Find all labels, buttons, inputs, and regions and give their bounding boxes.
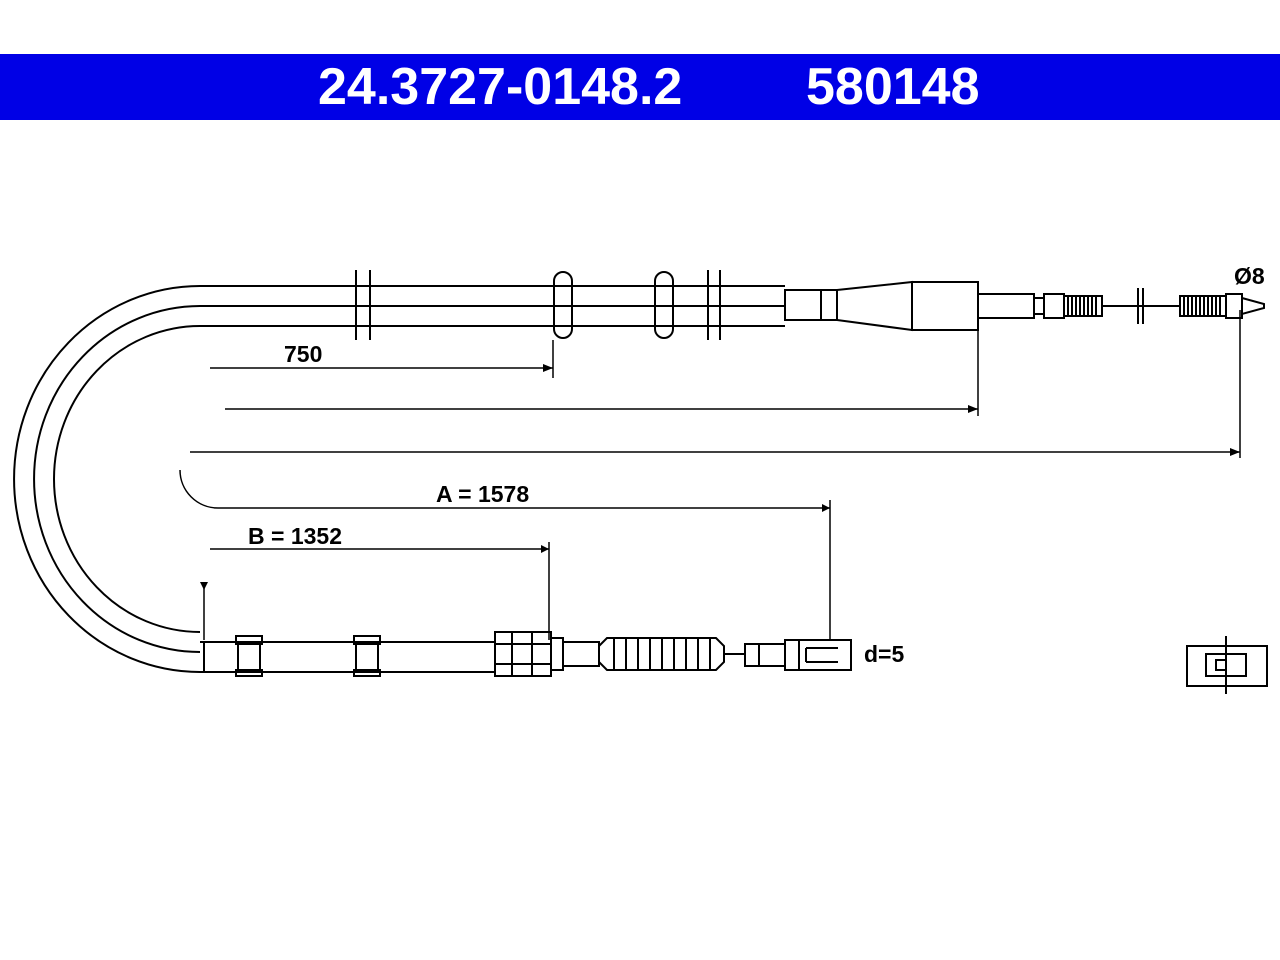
dim-750-line <box>210 340 554 378</box>
cable-bend <box>13 285 201 673</box>
clip-double-right <box>707 270 721 340</box>
clip-lower-1 <box>235 635 263 677</box>
part-number-primary: 24.3727-0148.2 <box>318 58 683 116</box>
end-detail-symbol <box>1186 636 1268 694</box>
clip-oval-1 <box>553 271 573 339</box>
dim-overall-line <box>225 330 979 416</box>
dim-diameter-line <box>190 310 1241 458</box>
header-bar: 24.3727-0148.2 580148 <box>0 54 1280 120</box>
clip-lower-2 <box>353 635 381 677</box>
dim-a-label: A = 1578 <box>436 481 529 507</box>
clip-oval-2 <box>654 271 674 339</box>
dim-diameter-label: Ø8 <box>1234 263 1265 289</box>
lower-end-fitting <box>494 631 852 677</box>
dim-d-label: d=5 <box>864 641 904 667</box>
cable-lower-run <box>200 641 495 673</box>
clip-double-left <box>355 270 371 340</box>
dim-a-line <box>179 469 831 640</box>
dim-b-line <box>210 542 550 640</box>
part-number-secondary: 580148 <box>806 58 980 116</box>
cable-upper-run <box>200 285 785 327</box>
dim-arrows <box>200 364 1240 590</box>
dim-b-label: B = 1352 <box>248 523 342 549</box>
upper-end-fitting <box>784 280 1265 332</box>
dim-750-label: 750 <box>284 341 322 367</box>
